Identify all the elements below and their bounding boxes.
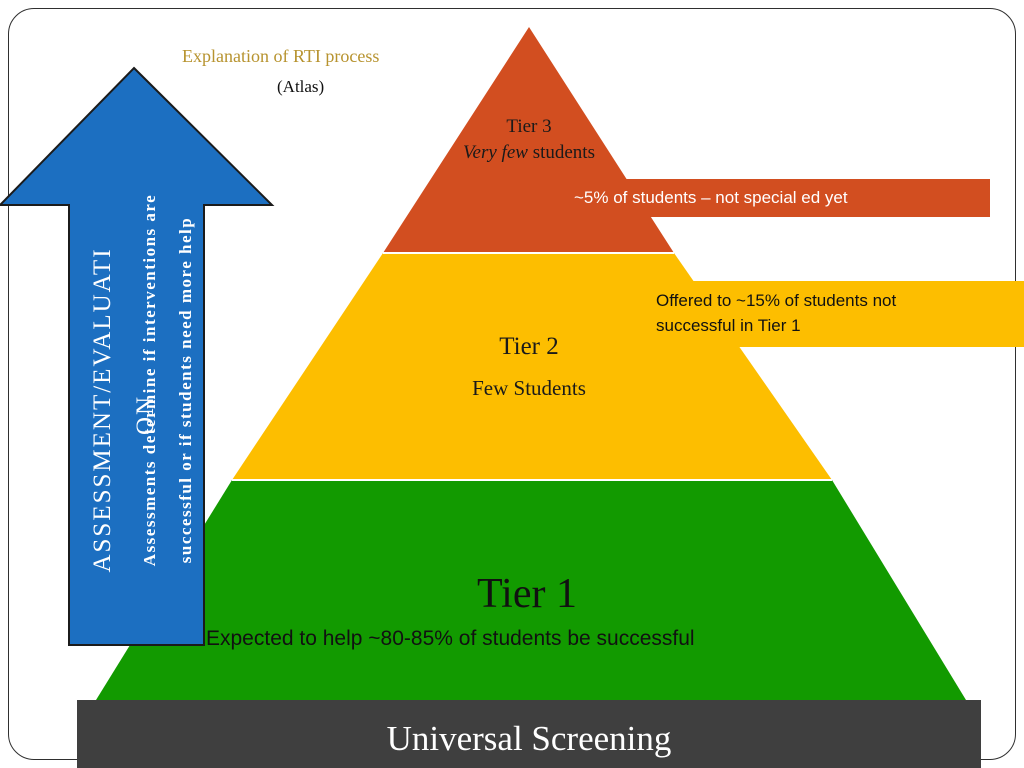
assessment-arrow: [0, 66, 275, 646]
tier1-label: Tier 1: [477, 571, 577, 617]
tier3-callout: ~5% of students – not special ed yet: [563, 179, 990, 217]
page-subtitle: (Atlas): [277, 77, 325, 96]
tier3-description: Very few students: [463, 142, 595, 163]
tier1-description: Expected to help ~80-85% of students be …: [206, 627, 695, 650]
tier3-description-rest: students: [528, 142, 595, 163]
tier2-callout-line2: successful in Tier 1: [656, 316, 801, 335]
universal-screening-label: Universal Screening: [387, 719, 672, 758]
tier2-callout-line1: Offered to ~15% of students not: [656, 291, 897, 310]
tier3-label: Tier 3: [506, 116, 551, 137]
tier1-band: [96, 480, 966, 700]
tier2-callout: Offered to ~15% of students not successf…: [637, 281, 1024, 347]
tier3-description-italic: Very few: [463, 142, 528, 163]
page-title: Explanation of RTI process: [182, 46, 380, 66]
arrow-caption-line2: successful or if students need more help: [176, 216, 195, 564]
tier2-description: Few Students: [472, 376, 586, 400]
arrow-heading-line1: ASSESSMENT/EVALUATI: [89, 247, 116, 573]
tier3-band: [383, 27, 674, 253]
universal-screening-bar: [77, 700, 981, 768]
tier2-label: Tier 2: [499, 333, 559, 360]
arrow-caption-line1: Assessments determine if interventions a…: [140, 193, 159, 567]
